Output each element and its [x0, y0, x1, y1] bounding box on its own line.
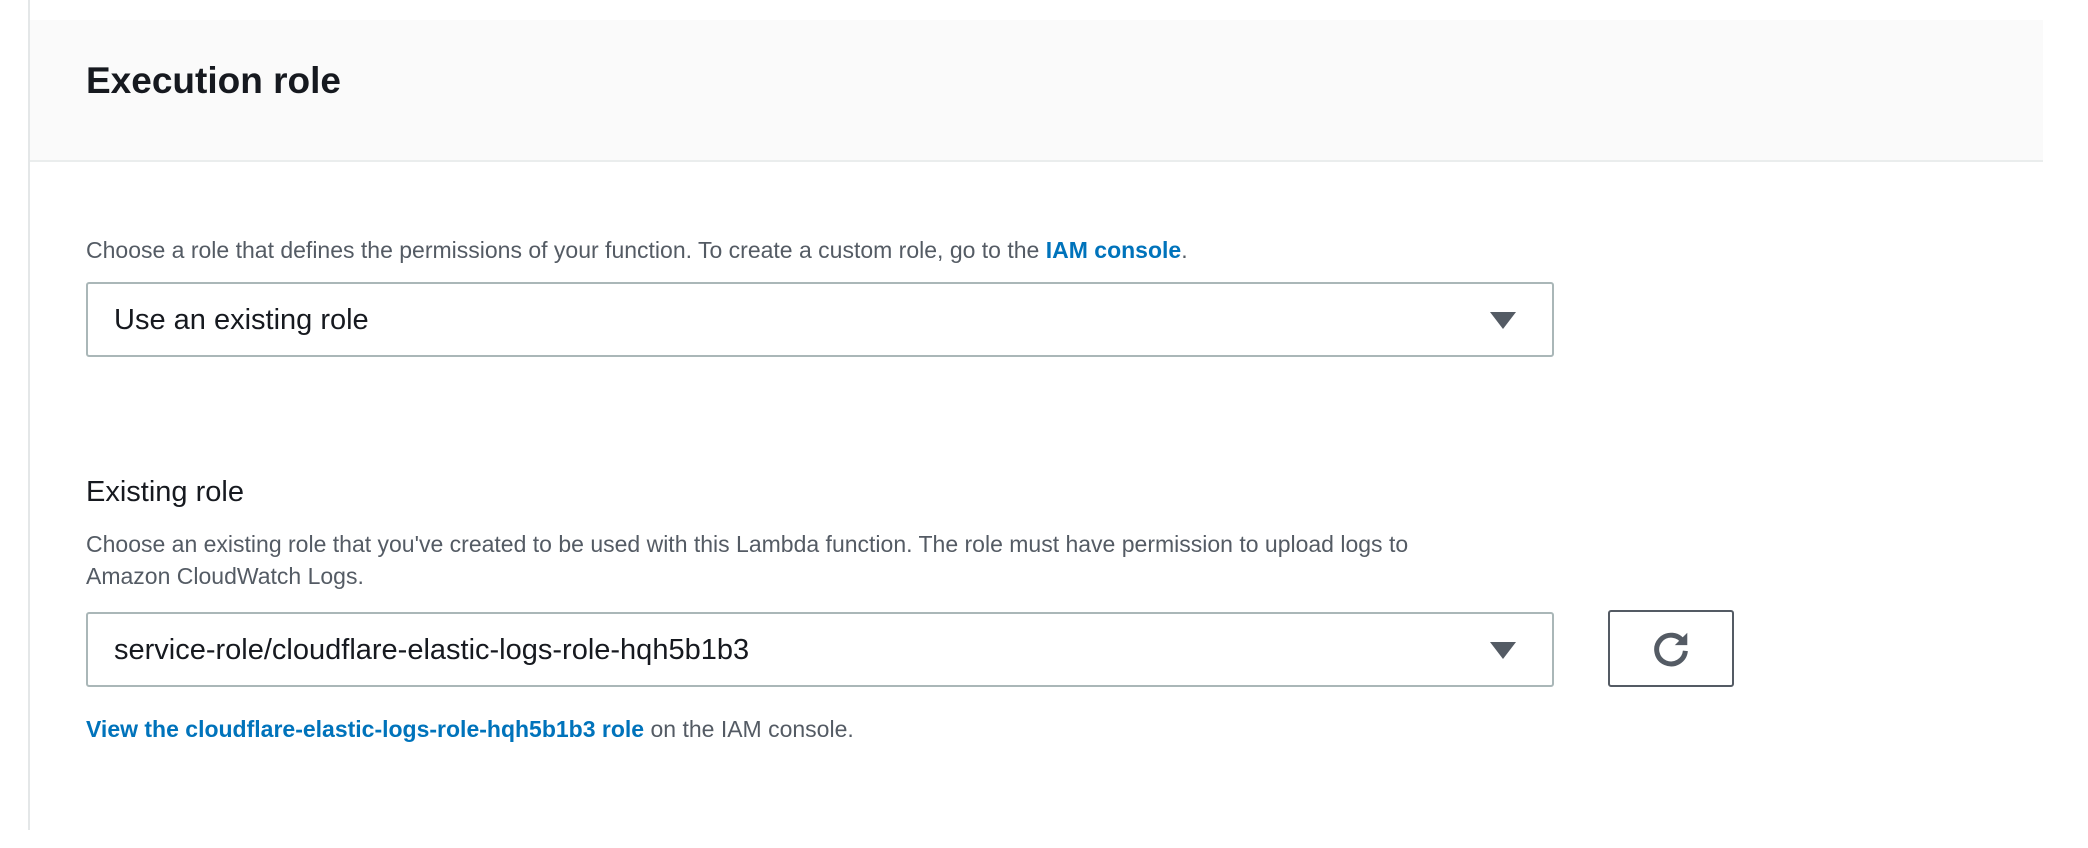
- existing-role-label: Existing role: [86, 476, 244, 508]
- view-role-suffix: on the IAM console.: [644, 716, 854, 742]
- existing-role-select[interactable]: service-role/cloudflare-elastic-logs-rol…: [86, 612, 1554, 687]
- section-title: Execution role: [86, 60, 341, 101]
- caret-down-icon: [1490, 312, 1516, 329]
- panel-left-border: [28, 0, 30, 830]
- role-type-selected-value: Use an existing role: [114, 304, 369, 336]
- view-role-link[interactable]: View the cloudflare-elastic-logs-role-hq…: [86, 716, 645, 742]
- description-end: .: [1181, 237, 1188, 263]
- role-type-select[interactable]: Use an existing role: [86, 282, 1554, 357]
- description-text: Choose a role that defines the permissio…: [86, 237, 1046, 263]
- view-role-line: View the cloudflare-elastic-logs-role-hq…: [86, 716, 854, 743]
- existing-role-selected-value: service-role/cloudflare-elastic-logs-rol…: [114, 634, 750, 666]
- description-line-1: Choose an existing role that you've crea…: [86, 531, 1409, 557]
- refresh-button[interactable]: [1608, 610, 1734, 687]
- description-line-2: Amazon CloudWatch Logs.: [86, 563, 364, 589]
- existing-role-description: Choose an existing role that you've crea…: [86, 528, 1408, 592]
- refresh-icon: [1654, 632, 1688, 666]
- role-type-description: Choose a role that defines the permissio…: [86, 234, 1188, 266]
- caret-down-icon: [1490, 642, 1516, 659]
- iam-console-link[interactable]: IAM console: [1045, 237, 1182, 263]
- section-header: Execution role: [30, 20, 2043, 162]
